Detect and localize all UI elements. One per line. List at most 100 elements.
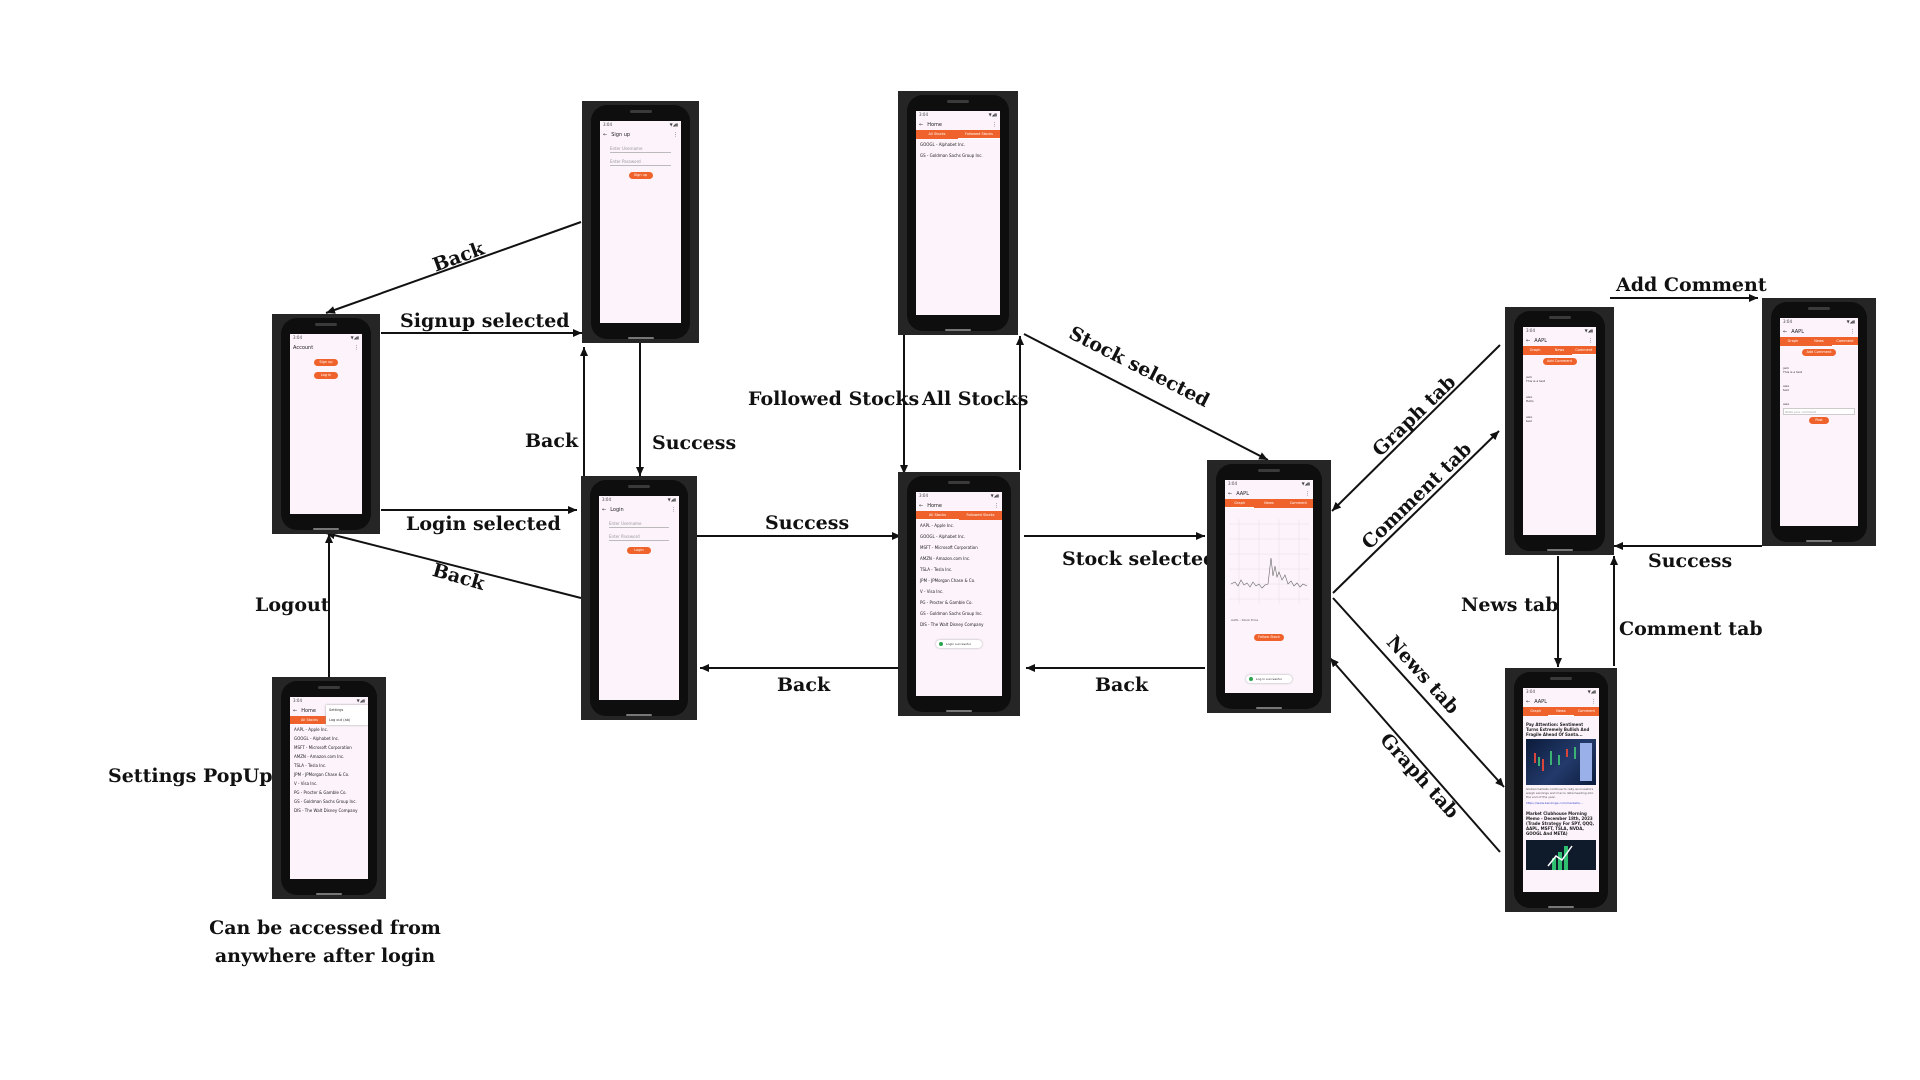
news-image xyxy=(1526,840,1596,870)
phone-signup: 3:04▼◢▮ ← Sign up ⋮ Enter Username Enter P… xyxy=(582,101,699,343)
phone-news: 3:04▼◢▮ ←AAPL⋮ Graph News Comment Pay At… xyxy=(1505,668,1617,912)
comment-input[interactable]: Write your comment xyxy=(1783,408,1855,415)
settings-note-line2: anywhere after login xyxy=(214,945,436,967)
password-field[interactable]: Enter Password xyxy=(609,534,669,541)
stock-price-chart xyxy=(1229,519,1309,604)
more-icon[interactable]: ⋮ xyxy=(1591,698,1596,705)
tab-all-stocks[interactable]: All Stocks xyxy=(928,132,946,136)
tab-comment[interactable]: Comment xyxy=(1289,501,1307,505)
tab-followed-stocks[interactable]: Followed Stocks xyxy=(958,130,1000,139)
phone-settings: 3:04▼◢▮ ←Home All Stocks Settings Log ou… xyxy=(272,677,386,899)
arrow-news-tab-diag xyxy=(1332,597,1505,788)
comments-screen: 3:04▼◢▮ ←AAPL⋮ Graph News Comment Add Co… xyxy=(1523,327,1596,535)
list-item[interactable]: GS - Goldman Sachs Group Inc. xyxy=(920,611,983,616)
tab-comment[interactable]: Comment xyxy=(1577,709,1595,713)
more-icon[interactable]: ⋮ xyxy=(992,121,997,128)
more-icon[interactable]: ⋮ xyxy=(1305,490,1310,497)
tab-all-stocks[interactable]: All Stocks xyxy=(290,716,329,725)
signup-submit-button[interactable]: Sign up xyxy=(628,172,653,179)
news-link[interactable]: https://www.benzinga.com/markets/... xyxy=(1526,801,1583,805)
tab-comment[interactable]: Comment xyxy=(1571,346,1596,355)
tab-followed-stocks[interactable]: Followed Stocks xyxy=(966,513,995,517)
more-icon[interactable]: ⋮ xyxy=(354,344,359,351)
label-stock-selected: Stock selected xyxy=(1062,548,1217,570)
tab-graph[interactable]: Graph xyxy=(1530,709,1542,713)
arrow-comment-tab-mid xyxy=(1332,430,1500,594)
list-item[interactable]: GOOGL - Alphabet Inc. xyxy=(920,142,966,147)
list-item[interactable]: GOOGL - Alphabet Inc. xyxy=(920,534,966,539)
comment-user: alex xyxy=(1783,384,1790,388)
status-bar: 3:04▼◢▮ xyxy=(603,122,678,127)
comment-text: This is a test xyxy=(1526,379,1545,383)
news-headline[interactable]: Pay Attention: Sentiment Turns Extremely… xyxy=(1526,722,1590,737)
tab-comment[interactable]: Comment xyxy=(1832,337,1858,346)
back-arrow-icon[interactable]: ← xyxy=(919,121,924,128)
post-button[interactable]: Post xyxy=(1809,417,1829,424)
tab-news[interactable]: News xyxy=(1264,501,1274,505)
toast: Log in successful xyxy=(1246,675,1292,683)
back-arrow-icon[interactable]: ← xyxy=(602,506,607,513)
list-item[interactable]: PG - Procter & Gamble Co. xyxy=(920,600,973,605)
login-submit-button[interactable]: Login xyxy=(627,547,651,554)
more-icon[interactable]: ⋮ xyxy=(673,131,678,138)
password-field[interactable]: Enter Password xyxy=(610,159,671,166)
screen-title: AAPL xyxy=(1534,337,1547,344)
back-arrow-icon[interactable]: ← xyxy=(1526,337,1531,344)
back-arrow-icon[interactable]: ← xyxy=(603,131,608,138)
username-field[interactable]: Enter Username xyxy=(609,521,669,528)
list-item[interactable]: GOOGL - Alphabet Inc. xyxy=(294,736,340,741)
phone-home-all: 3:04▼◢▮ ←Home⋮ All Stocks Followed Stock… xyxy=(898,472,1020,716)
list-item[interactable]: AAPL - Apple Inc. xyxy=(920,523,955,528)
tab-news[interactable]: News xyxy=(1548,707,1574,716)
screen-title: Home xyxy=(301,707,316,714)
list-item[interactable]: V - Visa Inc. xyxy=(294,781,318,786)
list-item[interactable]: DIS - The Walt Disney Company xyxy=(294,808,358,813)
back-arrow-icon[interactable]: ← xyxy=(919,502,924,509)
list-item[interactable]: PG - Procter & Gamble Co. xyxy=(294,790,347,795)
menu-item-settings[interactable]: Settings xyxy=(329,708,344,712)
news-headline[interactable]: Market Clubhouse Morning Memo - December… xyxy=(1526,811,1595,836)
list-item[interactable]: JPM - JPMorgan Chase & Co. xyxy=(294,772,350,777)
more-icon[interactable]: ⋮ xyxy=(1588,337,1593,344)
comment-text: test xyxy=(1526,419,1532,423)
back-arrow-icon[interactable]: ← xyxy=(1783,328,1788,335)
add-comment-button[interactable]: Add Comment xyxy=(1802,349,1836,356)
more-icon[interactable]: ⋮ xyxy=(671,506,676,513)
more-icon[interactable]: ⋮ xyxy=(1850,328,1855,335)
list-item[interactable]: AMZN - Amazon.com Inc. xyxy=(920,556,971,561)
follow-stock-button[interactable]: Follow Stock xyxy=(1254,634,1284,641)
more-icon[interactable]: ⋮ xyxy=(994,502,999,509)
tab-all-stocks[interactable]: All Stocks xyxy=(916,511,959,520)
signup-button[interactable]: Sign up xyxy=(314,359,338,366)
tab-news[interactable]: News xyxy=(1814,339,1824,343)
list-item[interactable]: GS - Goldman Sachs Group Inc. xyxy=(920,153,983,158)
list-item[interactable]: DIS - The Walt Disney Company xyxy=(920,622,984,627)
comment-item: alex Hello xyxy=(1526,395,1593,403)
list-item[interactable]: TSLA - Tesla Inc. xyxy=(294,763,327,768)
back-arrow-icon[interactable]: ← xyxy=(1526,698,1531,705)
tab-graph[interactable]: Graph xyxy=(1787,339,1799,343)
list-item[interactable]: TSLA - Tesla Inc. xyxy=(920,567,953,572)
comment-item: alex test xyxy=(1526,415,1593,423)
list-item[interactable]: MSFT - Microsoft Corporation xyxy=(294,745,352,750)
list-item[interactable]: AMZN - Amazon.com Inc. xyxy=(294,754,345,759)
username-field[interactable]: Enter Username xyxy=(610,146,671,153)
tab-graph[interactable]: Graph xyxy=(1225,499,1255,508)
menu-item-logout[interactable]: Log out (ab) xyxy=(329,718,351,722)
tab-graph[interactable]: Graph xyxy=(1529,348,1541,352)
screen-title: Home xyxy=(927,121,942,128)
back-arrow-icon[interactable]: ← xyxy=(1228,490,1233,497)
list-item[interactable]: GS - Goldman Sachs Group Inc. xyxy=(294,799,357,804)
tab-news[interactable]: News xyxy=(1554,348,1565,352)
list-item[interactable]: MSFT - Microsoft Corporation xyxy=(920,545,978,550)
back-arrow-icon[interactable]: ← xyxy=(293,707,298,714)
status-bar: 3:04▼◢▮ xyxy=(1783,319,1855,324)
list-item[interactable]: JPM - JPMorgan Chase & Co. xyxy=(920,578,976,583)
toast-text: Login successful xyxy=(946,642,971,646)
login-button[interactable]: Log in xyxy=(314,372,338,379)
add-comment-button[interactable]: Add Comment xyxy=(1542,358,1577,365)
list-item[interactable]: AAPL - Apple Inc. xyxy=(294,727,329,732)
candlestick-image xyxy=(1534,743,1592,781)
list-item[interactable]: V - Visa Inc. xyxy=(920,589,944,594)
